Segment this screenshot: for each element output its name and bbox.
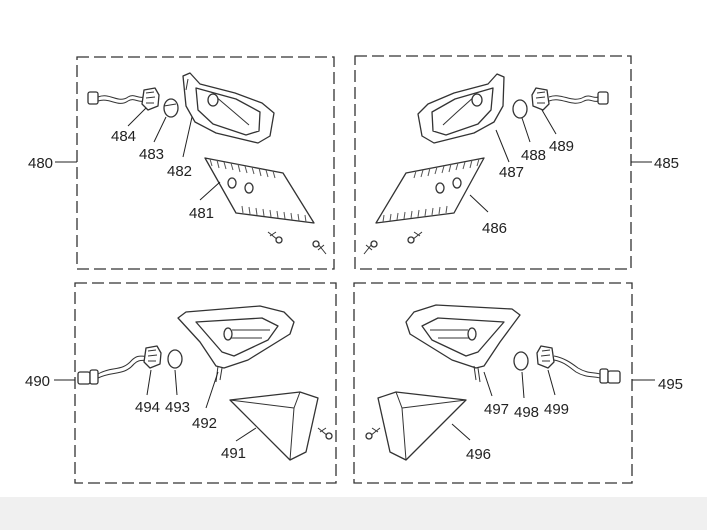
bulb-488 <box>512 99 528 119</box>
callout-493: 493 <box>165 399 190 416</box>
bulb-493 <box>167 349 183 369</box>
reflector-481 <box>204 157 315 224</box>
callout-494: 494 <box>135 399 160 416</box>
group-485: 485 <box>354 55 679 270</box>
callout-482: 482 <box>167 163 192 180</box>
bulb-498 <box>513 351 529 371</box>
callout-481: 481 <box>189 205 214 222</box>
screw-right-480 <box>312 240 327 255</box>
callout-496: 496 <box>466 446 491 463</box>
screw-left-485 <box>363 240 378 255</box>
housing-492 <box>177 305 295 383</box>
group-490: 490 <box>25 282 337 484</box>
reflector-486 <box>375 157 485 224</box>
wire-harness-499 <box>536 345 621 384</box>
lens-housing-487 <box>417 73 505 144</box>
lens-491 <box>229 391 319 461</box>
wire-harness-484 <box>87 87 160 111</box>
group-480-box <box>76 56 335 270</box>
group-485-label: 485 <box>654 155 679 172</box>
callout-492: 492 <box>192 415 217 432</box>
callout-487: 487 <box>499 164 524 181</box>
group-495-box <box>353 282 633 484</box>
callout-484: 484 <box>111 128 136 145</box>
wire-harness-494 <box>77 345 162 385</box>
group-495-label: 495 <box>658 376 683 393</box>
lens-496 <box>377 391 467 461</box>
housing-497 <box>405 304 521 383</box>
group-495: 495 <box>353 282 683 484</box>
group-490-label: 490 <box>25 373 50 390</box>
wire-harness-489 <box>531 87 609 111</box>
callout-498: 498 <box>514 404 539 421</box>
lens-housing-482 <box>182 72 275 144</box>
bulb-483 <box>163 98 179 118</box>
callout-488: 488 <box>521 147 546 164</box>
group-480: 480 <box>28 56 335 270</box>
callout-491: 491 <box>221 445 246 462</box>
callout-483: 483 <box>139 146 164 163</box>
screw-490 <box>317 427 333 440</box>
screw-left-480 <box>267 231 283 244</box>
group-480-label: 480 <box>28 155 53 172</box>
callout-497: 497 <box>484 401 509 418</box>
callout-499: 499 <box>544 401 569 418</box>
group-490-box <box>74 282 337 484</box>
screw-495 <box>365 427 381 440</box>
callout-486: 486 <box>482 220 507 237</box>
screw-right-485 <box>407 231 423 244</box>
callout-489: 489 <box>549 138 574 155</box>
bottom-strip <box>0 497 707 530</box>
